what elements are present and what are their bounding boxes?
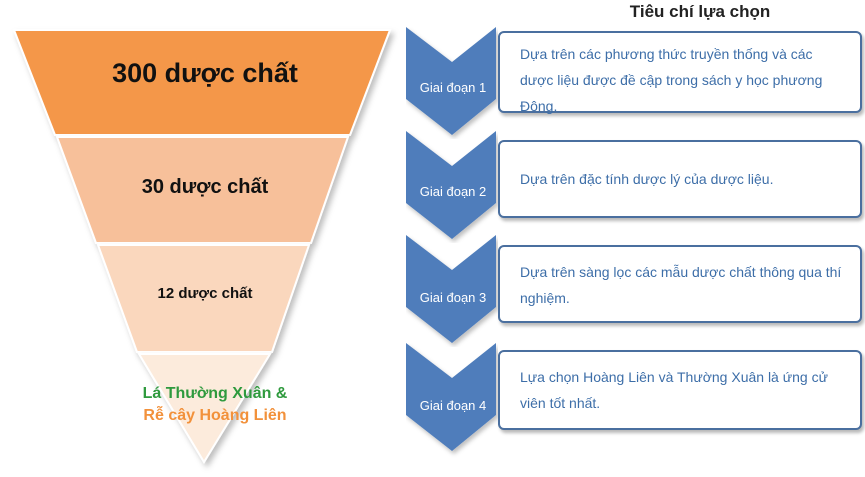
stage-2-label: Giai đoạn 2 [419,184,487,199]
tier-4-label-line2: Rễ cây Hoàng Liên [143,407,287,424]
stage-2-arrow [406,131,496,239]
funnel-tier-2 [55,136,350,244]
stage-1-arrow [406,27,496,135]
funnel-tier-3 [96,244,311,353]
tier-2-label: 30 dược chất [141,176,269,198]
stage-3-arrow [406,235,496,343]
stage-4-label: Giai đoạn 4 [419,398,487,413]
stage-4-arrow [406,343,496,451]
stage-1-text: Dựa trên các phương thức truyền thống và… [520,46,823,114]
stage-3-box: Dựa trên sàng lọc các mẫu dược chất thôn… [498,245,862,323]
criteria-title: Tiêu chí lựa chọn [629,2,771,21]
stage-4-box: Lựa chọn Hoàng Liên và Thường Xuân là ứn… [498,350,862,430]
stage-3-text: Dựa trên sàng lọc các mẫu dược chất thôn… [520,264,842,306]
funnel-diagram [12,29,392,464]
stage-1-label: Giai đoạn 1 [419,80,487,95]
stage-4-text: Lựa chọn Hoàng Liên và Thường Xuân là ứn… [520,369,828,411]
funnel-tier-1 [12,29,392,136]
tier-1-label: 300 dược chất [112,58,298,88]
stage-1-box: Dựa trên các phương thức truyền thống và… [498,31,862,114]
stage-3-label: Giai đoạn 3 [419,290,487,305]
stage-2-text: Dựa trên đặc tính dược lý của dược liệu. [520,171,774,187]
tier-3-label: 12 dược chất [157,285,253,302]
stage-2-box: Dựa trên đặc tính dược lý của dược liệu. [498,140,862,218]
tier-4-label-line1: Lá Thường Xuân & [142,385,288,402]
tier-4-label: Lá Thường Xuân & Rễ cây Hoàng Liên [100,383,330,427]
funnel-tier-4 [137,353,272,464]
